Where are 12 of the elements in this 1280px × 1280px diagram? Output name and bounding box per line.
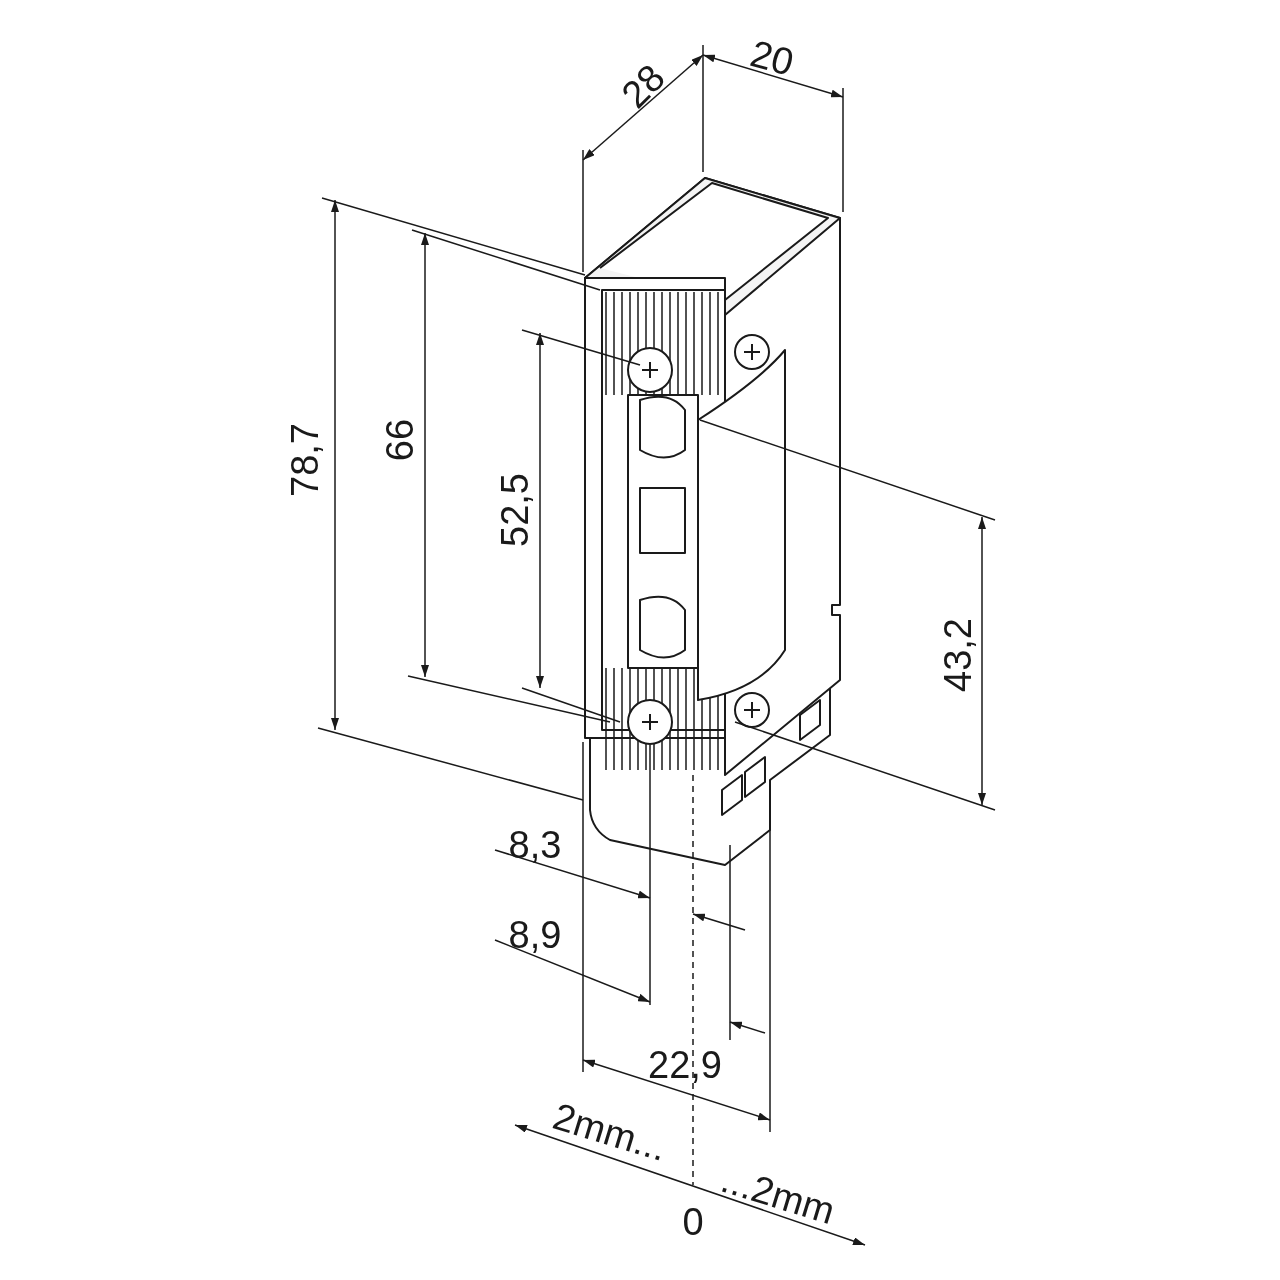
dimension-label: 20 [746,34,798,82]
dimension-label: ...2mm [717,1159,840,1231]
dimension-label: 8,3 [508,826,562,864]
dimension-label: 8,9 [508,916,562,954]
dimension-label: 0 [682,1203,704,1241]
dimension-label: 43,2 [939,618,977,692]
dimension-label: 52,5 [496,473,534,547]
dimension-label: 22,9 [648,1046,722,1084]
dimension-label: 66 [381,418,420,462]
dimension-label: 2mm... [549,1096,672,1168]
dimension-label: 28 [614,57,672,115]
dimension-label: 78,7 [286,423,324,497]
